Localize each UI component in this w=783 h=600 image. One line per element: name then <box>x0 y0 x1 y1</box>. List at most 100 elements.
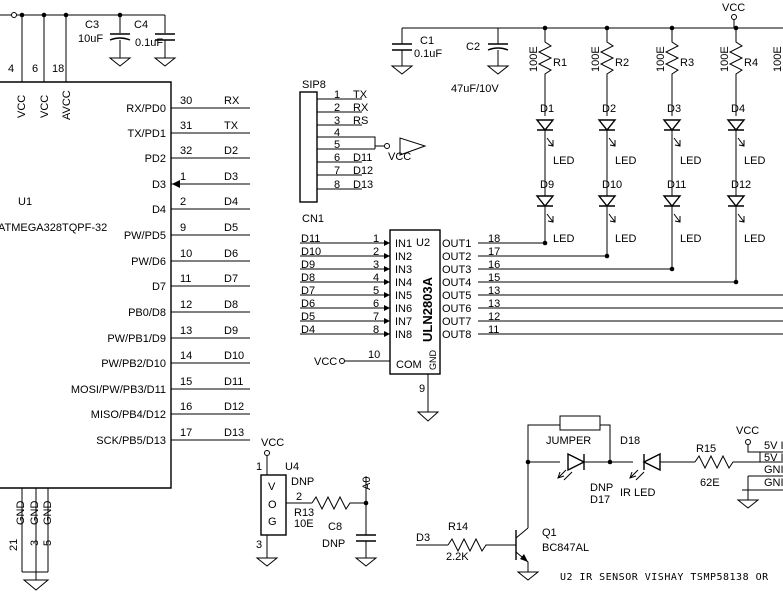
resistor-ref: R4 <box>744 57 758 69</box>
sensor-ref: U4 <box>285 461 299 473</box>
mcu-part: ATMEGA328TQPF-32 <box>0 222 107 234</box>
mcu-u1: 4 6 18 VCC VCC AVCC C3 10uF C4 0.1uF U1 … <box>0 12 250 591</box>
jumper-body <box>559 415 601 431</box>
r13-ref: R13 <box>294 507 314 519</box>
c8-value: DNP <box>322 538 345 550</box>
led-diode <box>597 195 617 208</box>
pin-name: IN1 <box>395 238 412 250</box>
net-label: D5 <box>301 311 315 323</box>
r15-resistor <box>694 454 738 470</box>
input-arrow <box>384 253 390 259</box>
pin-number: 1 <box>373 233 379 245</box>
mcu-body <box>0 81 172 489</box>
pin-number: 1 <box>256 461 262 473</box>
pin-name: OUT2 <box>442 251 471 263</box>
pin-number: 6 <box>373 298 379 310</box>
net-a0: A0 <box>361 477 373 490</box>
led-diode <box>662 195 682 208</box>
pin-number: 11 <box>180 273 191 285</box>
note-text: U2 IR SENSOR VISHAY TSMP58138 OR <box>560 572 769 583</box>
cap-leads-bottom <box>401 50 499 66</box>
pin-number: 6 <box>334 152 340 164</box>
vcc-terminal <box>11 12 17 18</box>
led-arrows <box>546 213 554 223</box>
net-label: D8 <box>224 299 238 311</box>
vcc-label: VCC <box>388 151 411 163</box>
input-arrow <box>384 266 390 272</box>
net-label: RS <box>353 115 368 127</box>
net-label: D13 <box>353 179 373 191</box>
led-arrows <box>673 213 681 223</box>
gnd-pins <box>21 488 49 572</box>
pin-number: 11 <box>488 324 499 336</box>
vcc-label: VCC <box>736 425 759 437</box>
sensor-u4: VCC 1 U4 V O G DNP 2 R13 10E A0 C8 DNP 3 <box>255 437 378 567</box>
jumper-label: JUMPER <box>546 435 591 447</box>
sensor-pin-v: V <box>268 481 276 493</box>
pin-number: 16 <box>180 401 192 413</box>
ground-symbol <box>736 499 760 509</box>
led-diode <box>535 195 555 208</box>
net-label: D11 <box>353 152 372 164</box>
pin-number: 12 <box>180 299 192 311</box>
pin-number: 5 <box>334 139 340 151</box>
sensor-pin-o: O <box>268 499 277 511</box>
vcc-terminal <box>339 358 345 364</box>
pin-number: 15 <box>488 272 500 284</box>
vcc-terminal <box>264 450 270 456</box>
led-label: LED <box>680 233 701 245</box>
pin-number: 13 <box>488 298 500 310</box>
resistor-ref: R1 <box>553 57 567 69</box>
net-label: D4 <box>224 196 238 208</box>
pin-number: 9 <box>180 222 186 234</box>
input-arrow <box>384 279 390 285</box>
junction <box>607 459 613 465</box>
pin-name: OUT8 <box>442 329 471 341</box>
vcc-wire <box>747 445 783 453</box>
led-label: LED <box>744 155 765 167</box>
net-label: D6 <box>301 298 315 310</box>
resistor-value: 100E <box>719 46 731 72</box>
pin-name: D4 <box>152 204 166 216</box>
net-label: D9 <box>301 259 315 271</box>
mcu-power-pins <box>21 15 67 82</box>
gnd-pin: GND <box>428 350 438 371</box>
pin-name: OUT7 <box>442 316 471 328</box>
pin-number: 8 <box>373 324 379 336</box>
pin-number: 8 <box>334 179 340 191</box>
led-arrows <box>737 137 745 147</box>
c3-ref: C3 <box>85 19 99 31</box>
net-label: D2 <box>224 145 238 157</box>
led-ref: D2 <box>602 103 616 115</box>
net-label: D3 <box>224 171 238 183</box>
conn-label: GNI <box>764 477 783 489</box>
ground-symbol <box>354 541 378 567</box>
header-ref: SIP8 <box>302 79 326 91</box>
d18-value: IR LED <box>620 487 656 499</box>
pin-name: TX/PD1 <box>127 128 166 140</box>
pin-name: VCC <box>39 95 51 118</box>
input-arrow <box>384 331 390 337</box>
net-label: D10 <box>301 246 321 258</box>
pin-name: IN7 <box>395 316 412 328</box>
led-ref: D4 <box>731 103 745 115</box>
pin-number: 16 <box>488 259 500 271</box>
q1-ref: Q1 <box>542 527 557 539</box>
pin-number: 6 <box>32 63 38 75</box>
net-label: D9 <box>224 325 238 337</box>
header-body <box>299 91 318 203</box>
pin-name: PW/D6 <box>131 256 166 268</box>
ground-symbol <box>255 535 279 567</box>
sensor-dnp: DNP <box>291 476 314 488</box>
pin-number: 30 <box>180 95 192 107</box>
ground-symbol <box>22 571 50 591</box>
led-arrows <box>546 137 554 147</box>
input-arrow <box>384 305 390 311</box>
pin-name: OUT5 <box>442 290 471 302</box>
pin-name: PW/PB1/D9 <box>107 333 166 345</box>
pin-number: 2 <box>373 246 379 258</box>
